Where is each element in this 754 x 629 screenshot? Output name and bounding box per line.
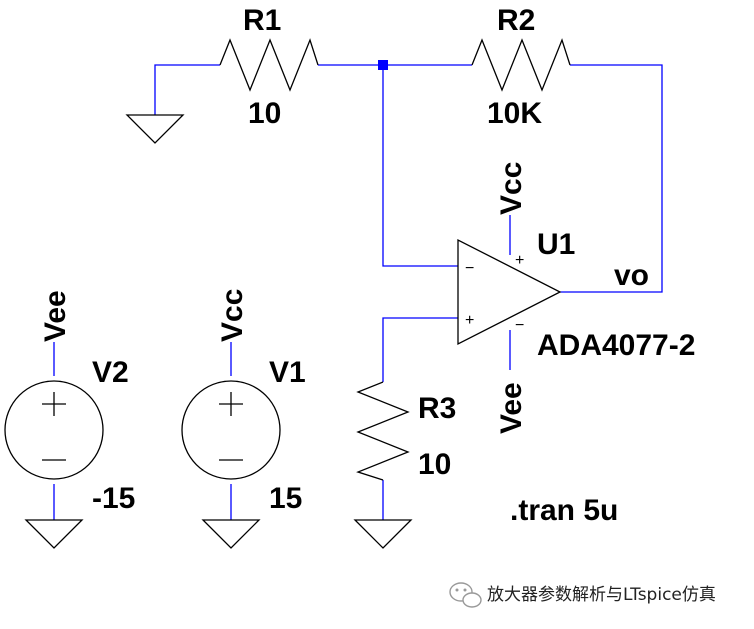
resistor-r3: R3 10 — [356, 381, 456, 481]
wechat-icon — [449, 582, 482, 608]
resistor-r2: R2 10K — [471, 4, 571, 130]
r3-zigzag-symbol — [356, 381, 410, 481]
wire-r1-ground — [154, 64, 220, 115]
resistor-r1: R1 10 — [219, 4, 319, 130]
watermark: 放大器参数解析与LTspice仿真 — [449, 582, 716, 608]
r2-ref-label: R2 — [497, 4, 535, 37]
ground-symbol-v1 — [201, 519, 261, 549]
opamp-triangle-symbol — [457, 238, 562, 346]
wires — [53, 64, 663, 520]
ground-symbol-r1 — [125, 114, 185, 144]
junction-dot — [378, 60, 388, 70]
opamp-u1: − + + − U1 ADA4077-2 vo — [457, 228, 695, 362]
opamp-inverting-sign: − — [465, 260, 474, 277]
opamp-supply-minus-sign: − — [515, 317, 524, 334]
opamp-vcc-net-label: Vcc — [495, 162, 528, 215]
v1-value-label: 15 — [269, 482, 302, 515]
voltage-source-v2: V2 -15 — [4, 356, 135, 515]
u1-part-label: ADA4077-2 — [537, 329, 695, 362]
v1-vcc-net-label: Vcc — [216, 289, 249, 342]
wire-r2-feedback-output — [560, 64, 663, 293]
opamp-supply-plus-sign: + — [515, 252, 524, 269]
r1-value-label: 10 — [248, 97, 281, 130]
v2-circle-symbol — [4, 380, 104, 480]
r1-zigzag-symbol — [219, 38, 319, 92]
spice-directive: .tran 5u — [510, 494, 618, 527]
watermark-text: 放大器参数解析与LTspice仿真 — [487, 585, 716, 605]
ground-symbol-v2 — [24, 519, 84, 549]
opamp-noninverting-sign: + — [465, 312, 474, 329]
r1-ref-label: R1 — [243, 4, 281, 37]
voltage-source-v1: V1 15 — [181, 356, 306, 515]
v1-circle-symbol — [181, 380, 281, 480]
r3-value-label: 10 — [418, 448, 451, 481]
v2-vee-net-label: Vee — [39, 290, 72, 342]
r2-zigzag-symbol — [471, 38, 571, 92]
r3-ref-label: R3 — [418, 392, 456, 425]
v2-ref-label: V2 — [92, 356, 129, 389]
ground-symbol-r3 — [353, 519, 413, 549]
opamp-vee-net-label: Vee — [495, 382, 528, 434]
u1-ref-label: U1 — [537, 228, 575, 261]
wire-noninverting-input-r3 — [382, 317, 458, 382]
r2-value-label: 10K — [487, 97, 542, 130]
v1-ref-label: V1 — [269, 356, 306, 389]
wire-node-inverting-input — [382, 65, 458, 267]
output-net-label: vo — [614, 259, 649, 292]
v2-value-label: -15 — [92, 482, 135, 515]
